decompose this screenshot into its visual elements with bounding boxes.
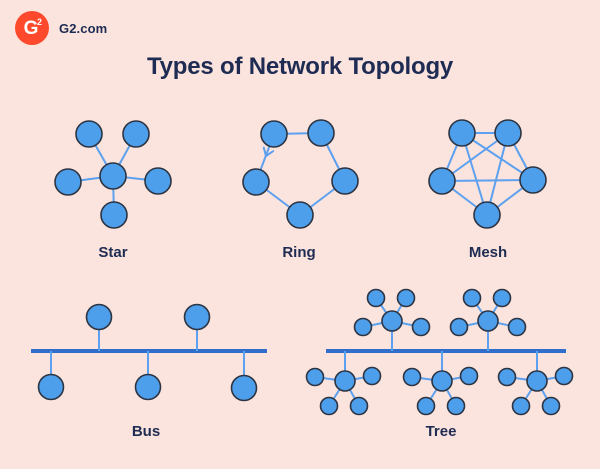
bus-node: [85, 303, 113, 331]
star-node: [75, 120, 103, 148]
ring-topology: Ring: [242, 119, 359, 261]
star-topology: Star: [54, 120, 172, 261]
tree-node: [396, 288, 416, 308]
bus-node: [134, 373, 162, 401]
tree-topology: Tree: [305, 288, 574, 440]
bus-node: [183, 303, 211, 331]
mesh-link-line: [461, 132, 534, 181]
header: G 2 G2.com: [15, 11, 107, 45]
tree-node: [511, 396, 531, 416]
tree-node: [492, 288, 512, 308]
star-node: [54, 168, 82, 196]
star-node: [144, 167, 172, 195]
ring-label: Ring: [282, 244, 315, 261]
page-title: Types of Network Topology: [146, 53, 454, 80]
star-node: [122, 120, 150, 148]
tree-node: [349, 396, 369, 416]
tree-node: [416, 396, 436, 416]
tree-node: [446, 396, 466, 416]
tree-label: Tree: [426, 423, 457, 440]
tree-node: [459, 366, 479, 386]
ring-node: [242, 168, 270, 196]
mesh-label: Mesh: [469, 244, 507, 261]
tree-node: [526, 370, 548, 392]
ring-node: [260, 120, 288, 148]
mesh-node: [448, 119, 476, 147]
mesh-node: [473, 201, 501, 229]
tree-node: [381, 310, 403, 332]
mesh-link-line: [461, 132, 488, 216]
ring-node: [286, 201, 314, 229]
tree-node: [353, 317, 373, 337]
ring-node: [331, 167, 359, 195]
tree-node: [305, 367, 325, 387]
mesh-topology: Mesh: [428, 119, 547, 261]
tree-node: [319, 396, 339, 416]
bus-topology: Bus: [31, 303, 267, 440]
tree-node: [497, 367, 517, 387]
tree-node: [477, 310, 499, 332]
tree-node: [449, 317, 469, 337]
ring-node: [307, 119, 335, 147]
ring-direction-arrow-icon: [262, 146, 275, 158]
bus-node: [37, 373, 65, 401]
g2-logo-icon: G 2: [15, 11, 49, 45]
tree-node: [431, 370, 453, 392]
mesh-node: [494, 119, 522, 147]
site-label: G2.com: [59, 20, 108, 36]
bus-label: Bus: [132, 423, 160, 440]
star-label: Star: [98, 244, 127, 261]
logo-letter: G: [23, 18, 39, 39]
tree-node: [402, 367, 422, 387]
tree-node: [554, 366, 574, 386]
tree-node: [541, 396, 561, 416]
mesh-link-line: [441, 179, 534, 182]
tree-node: [411, 317, 431, 337]
mesh-node: [519, 166, 547, 194]
star-node: [99, 162, 127, 190]
star-node: [100, 201, 128, 229]
mesh-node: [428, 167, 456, 195]
tree-node: [366, 288, 386, 308]
logo-superscript: 2: [36, 17, 42, 27]
tree-node: [362, 366, 382, 386]
tree-node: [507, 317, 527, 337]
bus-node: [230, 374, 258, 402]
tree-node: [334, 370, 356, 392]
tree-node: [462, 288, 482, 308]
mesh-link-line: [486, 132, 509, 216]
